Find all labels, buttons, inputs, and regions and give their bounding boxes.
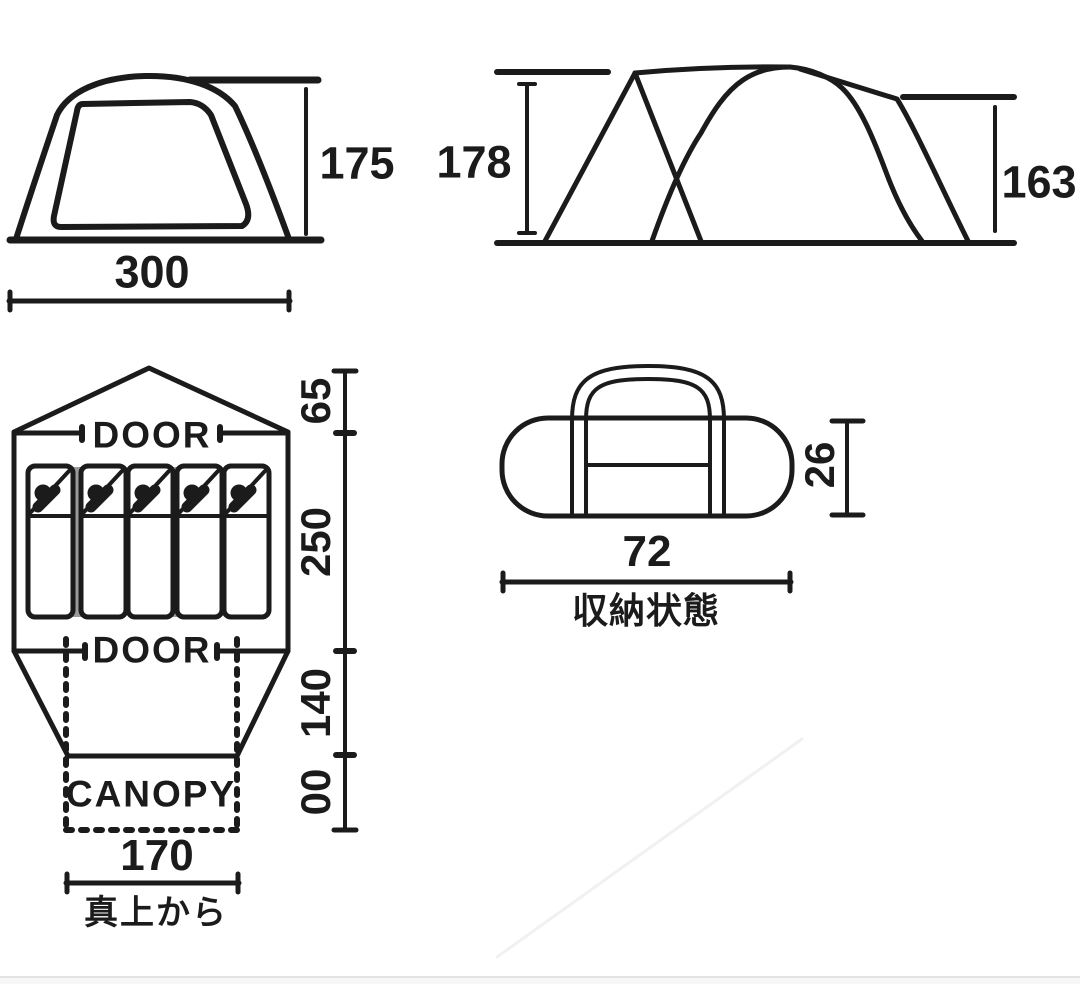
- plan-view-caption: 真上から: [84, 894, 228, 932]
- sleeping-bags: [25, 463, 272, 620]
- side-view-drawing: [494, 64, 1017, 246]
- sleeping-person-icon: [78, 463, 129, 620]
- front-width-label: 300: [114, 246, 190, 298]
- floor-plan-drawing: [11, 365, 359, 895]
- divider-strip: [71, 467, 82, 617]
- plan-door-front-label: DOOR: [92, 629, 212, 671]
- plan-depth-canopy-label: 00: [292, 768, 339, 816]
- plan-door-rear-label: DOOR: [92, 414, 212, 456]
- bag-handle-inner: [584, 377, 712, 422]
- front-view-drawing: [6, 72, 325, 313]
- sleeping-person-icon: [125, 463, 176, 620]
- plan-depth-65-label: 65: [292, 377, 339, 425]
- bag-width-label: 72: [622, 527, 672, 576]
- bag-height-label: 26: [796, 441, 843, 489]
- page-bottom-divider: [0, 976, 1080, 984]
- sleeping-person-icon: [221, 463, 272, 620]
- plan-canopy-width-label: 170: [120, 831, 194, 880]
- front-height-label: 175: [319, 137, 395, 189]
- bag-caption: 収納状態: [571, 590, 721, 631]
- plan-outline: [11, 365, 291, 759]
- sleeping-person-icon: [25, 463, 76, 620]
- plan-depth-140-label: 140: [292, 667, 339, 739]
- side-peak-height-label: 178: [436, 136, 512, 188]
- bag-handle-outer: [570, 364, 726, 422]
- storage-bag-drawing: [499, 364, 866, 594]
- plan-canopy-label: CANOPY: [65, 773, 237, 815]
- sleeping-person-icon: [174, 463, 225, 620]
- front-door-outline: [50, 99, 252, 230]
- front-tent-outline: [13, 72, 292, 242]
- side-rear-height-label: 163: [1001, 156, 1077, 208]
- plan-depth-250-label: 250: [292, 506, 339, 578]
- scan-artifact: [495, 737, 804, 959]
